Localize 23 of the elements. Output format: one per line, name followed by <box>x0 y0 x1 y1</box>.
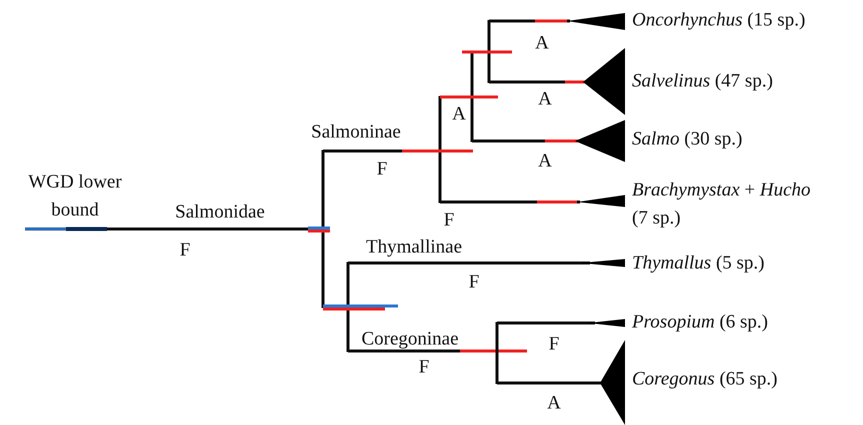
branch-label: F <box>548 334 560 356</box>
branch-label: F <box>468 272 480 294</box>
taxon-label: Prosopium (6 sp.) <box>632 312 768 334</box>
clade-label: Salmoninae <box>311 122 401 144</box>
taxon-label: Salvelinus (47 sp.) <box>632 70 773 94</box>
branch-label: F <box>444 210 454 232</box>
branch-label: A <box>538 150 552 174</box>
taxon-label: Coregonus (65 sp.) <box>632 368 778 392</box>
clade-label: Salmonidae <box>175 202 265 224</box>
branch-label: A <box>452 104 466 126</box>
branch-label: F <box>376 158 388 182</box>
clade-label: Coregoninae <box>361 328 459 352</box>
branch-label: A <box>535 32 549 56</box>
taxon-label: Brachymystax + Hucho (7 sp.) <box>632 178 812 230</box>
branch-label: A <box>538 88 552 112</box>
branch-label: F <box>180 240 190 262</box>
note-label: WGD lower bound <box>27 170 123 222</box>
clade-label: Thymallinae <box>366 236 462 260</box>
taxon-label: Thymallus (5 sp.) <box>632 252 764 276</box>
taxon-label: Oncorhynchus (15 sp.) <box>632 10 806 32</box>
branch-label: F <box>418 356 430 380</box>
taxon-label: Salmo (30 sp.) <box>632 128 742 152</box>
branch-label: A <box>547 392 561 416</box>
